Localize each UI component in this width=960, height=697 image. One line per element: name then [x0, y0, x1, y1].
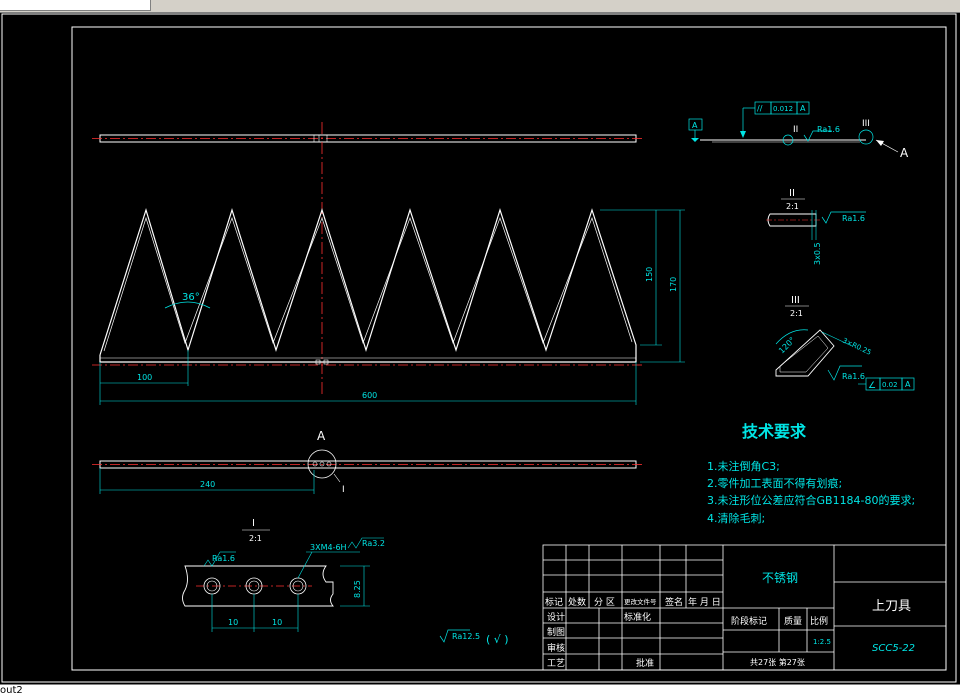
tol-002-value: 0.02 [882, 381, 898, 389]
dim-3x05-label: 3x0.5 [813, 242, 822, 265]
tb-approve: 批准 [636, 657, 654, 669]
angle-120-label: 120° [777, 335, 797, 355]
section-A-label: A [317, 429, 326, 443]
tb-sheet-info: 共27张 第27张 [750, 657, 805, 667]
tb-material: 不锈钢 [762, 571, 798, 585]
dim-170-label: 170 [669, 277, 678, 292]
detail-view-I: I 2:1 Ra1.6 3XM4-6H Ra3.2 10 10 8.25 [182, 518, 385, 632]
view-III-title: III [791, 295, 800, 306]
detail-view-III: III 2:1 120° 3×R0.25 Ra1.6 ∠ 0.02 A [775, 295, 915, 391]
view-II-title: II [789, 188, 795, 199]
ra16-view-III: Ra1.6 [842, 372, 865, 381]
tech-req-item-4: 4.清除毛刺; [707, 511, 765, 525]
tech-req-item-3: 3.未注形位公差应符合GB1184-80的要求; [707, 493, 915, 507]
tb-standardize: 标准化 [624, 611, 651, 623]
tb-design: 设计 [547, 611, 565, 623]
tb-header-count: 处数 [568, 596, 586, 608]
angle-dimension: 36° [164, 292, 211, 309]
tol-002-symbol: ∠ [868, 381, 876, 391]
tb-header-zone: 分 区 [594, 597, 615, 608]
tb-scale-value: 1:2.5 [813, 638, 831, 646]
tol-012-value: 0.012 [773, 105, 793, 113]
tolerance-view: A // 0.012 A II Ra1.6 III A [688, 101, 909, 160]
tb-stage-mark: 阶段标记 [731, 615, 767, 627]
dim-600: 600 [100, 362, 637, 405]
inner-frame [71, 26, 947, 671]
tol-002-ref: A [905, 380, 911, 389]
view-II-scale: 2:1 [786, 202, 799, 211]
technical-requirements: 技术要求 1.未注倒角C3; 2.零件加工表面不得有划痕; 3.未注形位公差应符… [707, 422, 915, 525]
dim-100: 100 [99, 350, 189, 405]
title-block-text: 标记 处数 分 区 更改文件号 签名 年 月 日 设计 标准化 制图 审核 工艺… [545, 571, 915, 669]
tech-req-item-1: 1.未注倒角C3; [707, 459, 780, 473]
bottom-view: A I [92, 429, 645, 495]
tb-drawing-no: SCC5-22 [872, 643, 915, 654]
tb-header-change-doc: 更改文件号 [624, 597, 657, 606]
datum-A-box: A [692, 121, 698, 130]
detail-view-II: II 2:1 Ra1.6 3x0.5 [766, 188, 866, 265]
title-block [542, 544, 947, 671]
tb-weight: 质量 [784, 615, 802, 627]
dim-600-label: 600 [362, 391, 377, 400]
ra32-label: Ra3.2 [362, 539, 385, 548]
tb-check: 审核 [547, 642, 565, 654]
tb-scale: 比例 [810, 615, 828, 627]
tb-header-mark: 标记 [545, 596, 563, 608]
ra16-view-II: Ra1.6 [842, 214, 865, 223]
dim-10b-label: 10 [272, 618, 282, 627]
view-I-mark: I [342, 485, 345, 495]
tech-req-title: 技术要求 [742, 422, 807, 441]
ra16-view-I: Ra1.6 [212, 554, 235, 563]
tb-header-sign: 签名 [665, 596, 683, 608]
ra16-tol-view: Ra1.6 [817, 125, 840, 134]
tech-req-item-2: 2.零件加工表面不得有划痕; [707, 476, 842, 490]
outer-frame [1, 13, 957, 683]
dim-8-25-label: 8.25 [353, 580, 362, 598]
top-view [92, 134, 645, 143]
ra125-paren: ( √ ) [486, 633, 509, 646]
tol-012-ref: A [800, 104, 806, 113]
view-III-mark: III [862, 119, 870, 129]
blade-front-view [92, 207, 645, 366]
view-III-scale: 2:1 [790, 309, 803, 318]
view-I-scale: 2:1 [249, 534, 262, 543]
thread-label: 3XM4-6H [310, 543, 347, 552]
view-II-mark: II [793, 125, 798, 135]
dim-240: 240 [99, 468, 315, 494]
dim-3xr025-label: 3×R0.25 [841, 337, 872, 357]
dim-100-label: 100 [137, 373, 152, 382]
ra125-label: Ra12.5 [452, 632, 480, 641]
dim-240-label: 240 [200, 480, 215, 489]
angle-36-label: 36° [182, 292, 200, 303]
tol-012-symbol: // [757, 104, 763, 113]
global-roughness: Ra12.5 ( √ ) [439, 629, 509, 646]
tb-process: 工艺 [547, 658, 565, 669]
tb-header-date: 年 月 日 [688, 596, 721, 608]
dim-10a-label: 10 [228, 618, 238, 627]
view-I-title: I [252, 518, 255, 529]
layout-tab-out2[interactable]: out2 [0, 685, 23, 696]
tb-drafting: 制图 [547, 626, 565, 638]
dim-150-label: 150 [645, 267, 654, 282]
tb-part-name: 上刀具 [872, 599, 911, 614]
arrow-A-label: A [900, 146, 909, 160]
layout-status-bar: out2 [0, 684, 960, 697]
drawing-tab-box[interactable] [0, 0, 151, 11]
dim-150-170: 150 170 [600, 209, 685, 363]
window-top-bar [0, 0, 960, 13]
cad-drawing-canvas[interactable]: 36° 100 600 150 170 A I [0, 12, 960, 684]
